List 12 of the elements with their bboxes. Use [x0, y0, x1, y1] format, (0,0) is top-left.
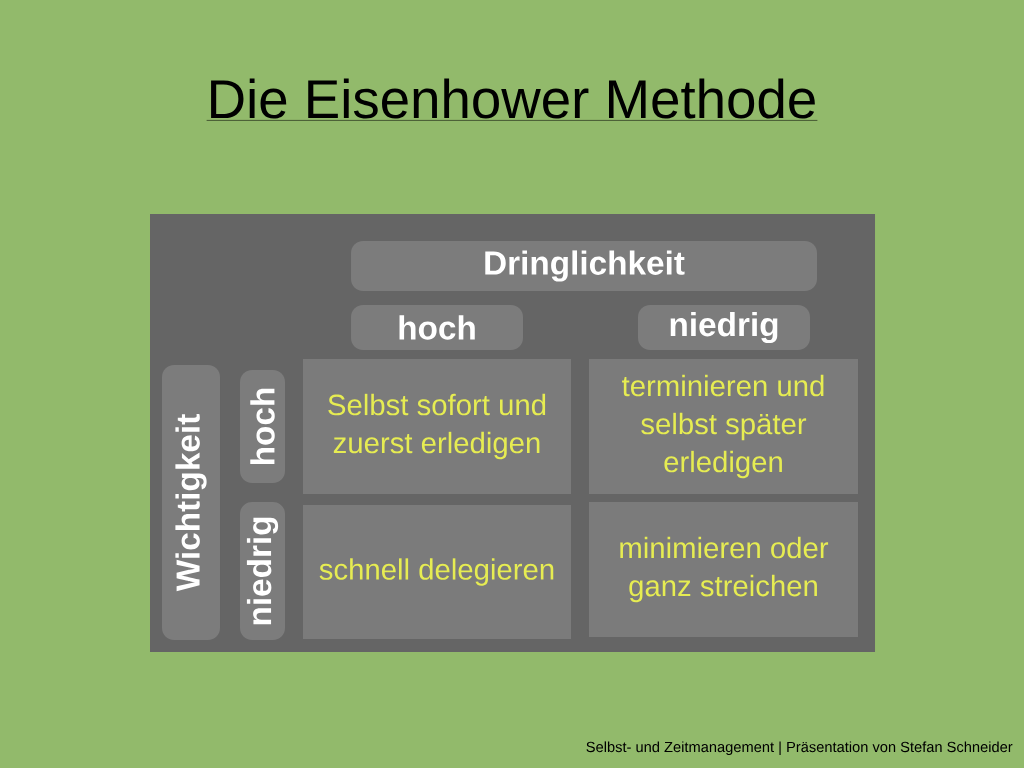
quadrant-box: terminieren und selbst später erledigen: [589, 359, 858, 494]
quadrant-box: schnell delegieren: [303, 505, 571, 639]
slide-title: Die Eisenhower Methode: [206, 78, 818, 121]
footer-text: Selbst- und Zeitmanagement | Präsentation von Stefan Schneider: [586, 741, 1013, 756]
quadrant-box: minimieren oder ganz streichen: [589, 502, 858, 637]
side-bar: niedrig: [240, 502, 285, 640]
quadrant-box: Selbst sofort und zuerst erledigen: [303, 359, 571, 494]
header-bar: niedrig: [638, 305, 810, 350]
side-bar: hoch: [240, 370, 285, 483]
side-bar: Wichtigkeit: [162, 365, 220, 640]
header-bar: Dringlichkeit: [351, 241, 817, 291]
header-bar: hoch: [351, 305, 523, 350]
